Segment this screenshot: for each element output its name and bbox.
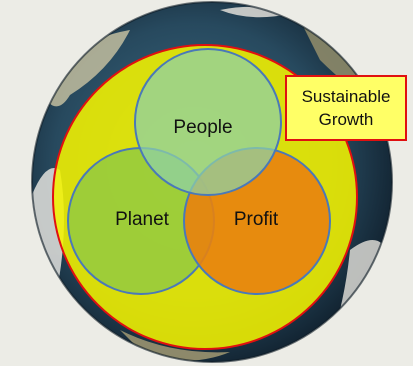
sustainable-growth-line-1: Sustainable [301, 87, 391, 106]
profit-label: Profit [233, 209, 279, 230]
people-circle [134, 48, 282, 196]
sustainable-growth-line-2: Growth [318, 110, 374, 129]
planet-label: Planet [115, 209, 169, 230]
sustainable-growth-label-box: Sustainable Growth [285, 75, 407, 141]
people-label: People [173, 117, 233, 138]
